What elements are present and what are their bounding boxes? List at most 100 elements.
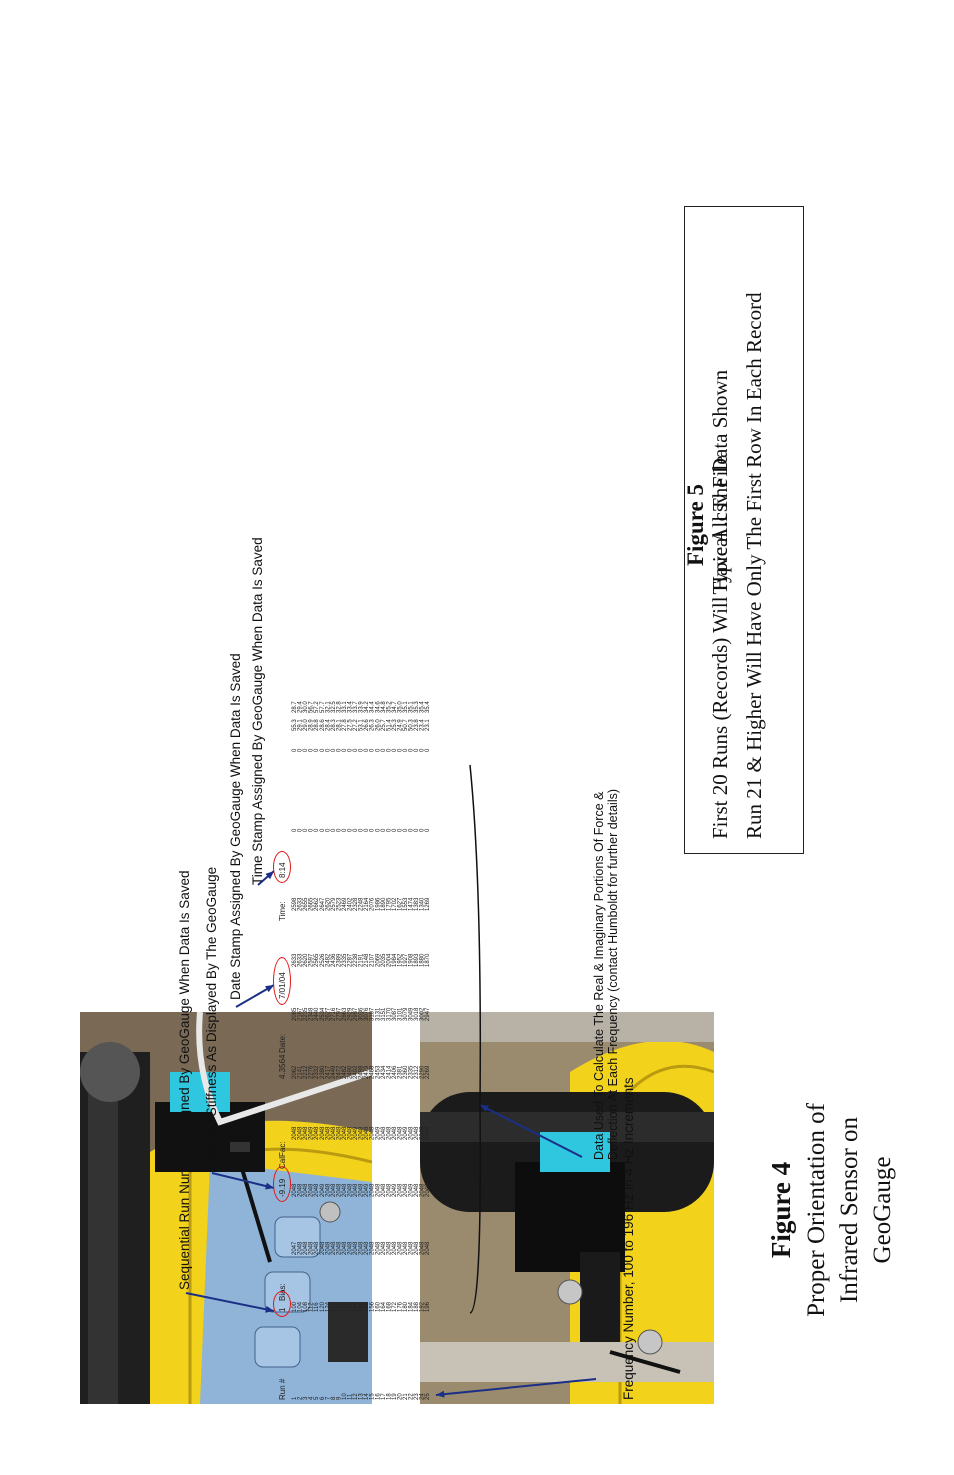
csv-cell: 0 — [381, 748, 387, 752]
csv-cell: 2048 — [320, 1126, 326, 1140]
csv-cell: 0 — [397, 828, 403, 832]
csv-cell: 0 — [414, 828, 420, 832]
csv-cell: 2655 — [303, 897, 309, 911]
csv-cell: 1795 — [386, 897, 392, 911]
csv-cell: 2482 — [342, 1065, 348, 1079]
csv-cell: 0 — [331, 828, 337, 832]
csv-cell: 1383 — [414, 897, 420, 911]
csv-cell: 51.4 — [386, 719, 392, 731]
csv-cell: 3170 — [386, 1007, 392, 1021]
csv-cell: 2048 — [425, 1241, 431, 1255]
csv-cell: 180 — [403, 1301, 409, 1312]
csv-cell: 2167 — [298, 1007, 304, 1021]
csv-cell: 0 — [397, 748, 403, 752]
csv-cell: 2647 — [320, 897, 326, 911]
csv-cell: 2107 — [370, 953, 376, 967]
csv-cell: 2048 — [397, 1126, 403, 1140]
csv-cell: 0 — [364, 828, 370, 832]
csv-cell: 2633 — [292, 953, 298, 967]
csv-cell: 50.7 — [403, 719, 409, 731]
csv-cell: 27.2 — [353, 719, 359, 731]
csv-row-index: 1 — [292, 1396, 298, 1400]
csv-cell: 28.9 — [309, 719, 315, 731]
csv-cell: 34.2 — [364, 701, 370, 713]
data-columns-brace — [469, 764, 482, 1314]
csv-cell: 2479 — [364, 1065, 370, 1079]
csv-cell: 2148 — [364, 953, 370, 967]
csv-cell: 1474 — [409, 897, 415, 911]
csv-cell: 0 — [292, 828, 298, 832]
csv-cell: 2716 — [331, 1007, 337, 1021]
csv-cell: 35.1 — [403, 701, 409, 713]
data-used-arrow — [479, 1104, 583, 1158]
csv-cell: 2048 — [303, 1183, 309, 1197]
csv-cell: 2048 — [298, 1183, 304, 1197]
csv-cell: 2620 — [303, 953, 309, 967]
csv-cell: 2929 — [348, 1007, 354, 1021]
csv-cell: 2048 — [409, 1241, 415, 1255]
csv-cell: 2048 — [342, 1241, 348, 1255]
csv-cell: 2449 — [331, 1065, 337, 1079]
csv-cell: 2048 — [348, 1241, 354, 1255]
csv-cell: 3131 — [375, 1007, 381, 1021]
csv-cell: 108 — [303, 1301, 309, 1312]
csv-cell: 168 — [386, 1301, 392, 1312]
csv-row-index: 11 — [348, 1393, 354, 1400]
csv-row-index: 18 — [386, 1393, 392, 1400]
csv-cell: 2076 — [370, 897, 376, 911]
csv-cell: 2048 — [353, 1241, 359, 1255]
csv-cell: 0 — [403, 748, 409, 752]
csv-cell: 56.7 — [309, 701, 315, 713]
csv-cell: 2797 — [336, 1007, 342, 1021]
geogauge-sensor-photo-2 — [420, 1012, 714, 1404]
figure-4-caption-line: GeoGauge — [869, 1156, 896, 1264]
csv-cell: 2048 — [420, 1126, 426, 1140]
csv-cell: 2417 — [325, 1065, 331, 1079]
csv-row-index: 19 — [392, 1393, 398, 1400]
csv-cell: 164 — [381, 1301, 387, 1312]
csv-cell: 2048 — [370, 1241, 376, 1255]
csv-cell: 0 — [359, 828, 365, 832]
csv-cell: 0 — [392, 828, 398, 832]
csv-cell: 1927 — [403, 953, 409, 967]
csv-cell: 0 — [425, 748, 431, 752]
csv-cell: 3076 — [364, 1007, 370, 1021]
csv-cell: 32.1 — [325, 701, 331, 713]
csv-cell: 57.2 — [314, 701, 320, 713]
csv-cell: 3018 — [414, 1007, 420, 1021]
csv-cell: 2276 — [309, 1065, 315, 1079]
csv-cell: 0 — [409, 748, 415, 752]
csv-cell: 2048 — [342, 1183, 348, 1197]
csv-cell: 172 — [392, 1301, 398, 1312]
run-number-annotation: Sequential Run Number Assigned By GeoGau… — [177, 870, 192, 1291]
csv-calfac-label: CalFac: — [278, 1141, 287, 1169]
csv-cell: 50.3 — [409, 719, 415, 731]
stiffness-highlight — [273, 1166, 291, 1202]
csv-cell: 112 — [309, 1302, 315, 1312]
csv-cell: 2287 — [348, 953, 354, 967]
csv-cell: 2947 — [425, 1007, 431, 1021]
csv-cell: 29.0 — [303, 719, 309, 731]
csv-cell: 1880 — [420, 953, 426, 967]
csv-cell: 24.9 — [397, 719, 403, 731]
csv-cell: 2620 — [325, 897, 331, 911]
csv-cell: 2212 — [303, 1065, 309, 1079]
csv-cell: 2526 — [320, 953, 326, 967]
csv-cell: 1702 — [392, 897, 398, 911]
csv-cell: 2472 — [336, 1065, 342, 1079]
csv-cell: 0 — [303, 828, 309, 832]
csv-cell: 2049 — [309, 1126, 315, 1140]
csv-cell: 3087 — [392, 1007, 398, 1021]
csv-cell: 2048 — [397, 1241, 403, 1255]
csv-cell: 2048 — [325, 1183, 331, 1197]
data-used-annotation-line1: Data Used To Calculate The Real & Imagin… — [592, 791, 606, 1160]
csv-cell: 2048 — [320, 1241, 326, 1255]
csv-cell: 1893 — [414, 953, 420, 967]
note-box-line-1: First 20 Runs (Records) Will Have All Th… — [708, 369, 732, 839]
csv-cell: 2048 — [331, 1241, 337, 1255]
csv-cell: 2863 — [342, 1007, 348, 1021]
csv-cell: 1984 — [392, 953, 398, 967]
date-highlight — [273, 957, 291, 1005]
csv-cell: 35.2 — [386, 701, 392, 713]
